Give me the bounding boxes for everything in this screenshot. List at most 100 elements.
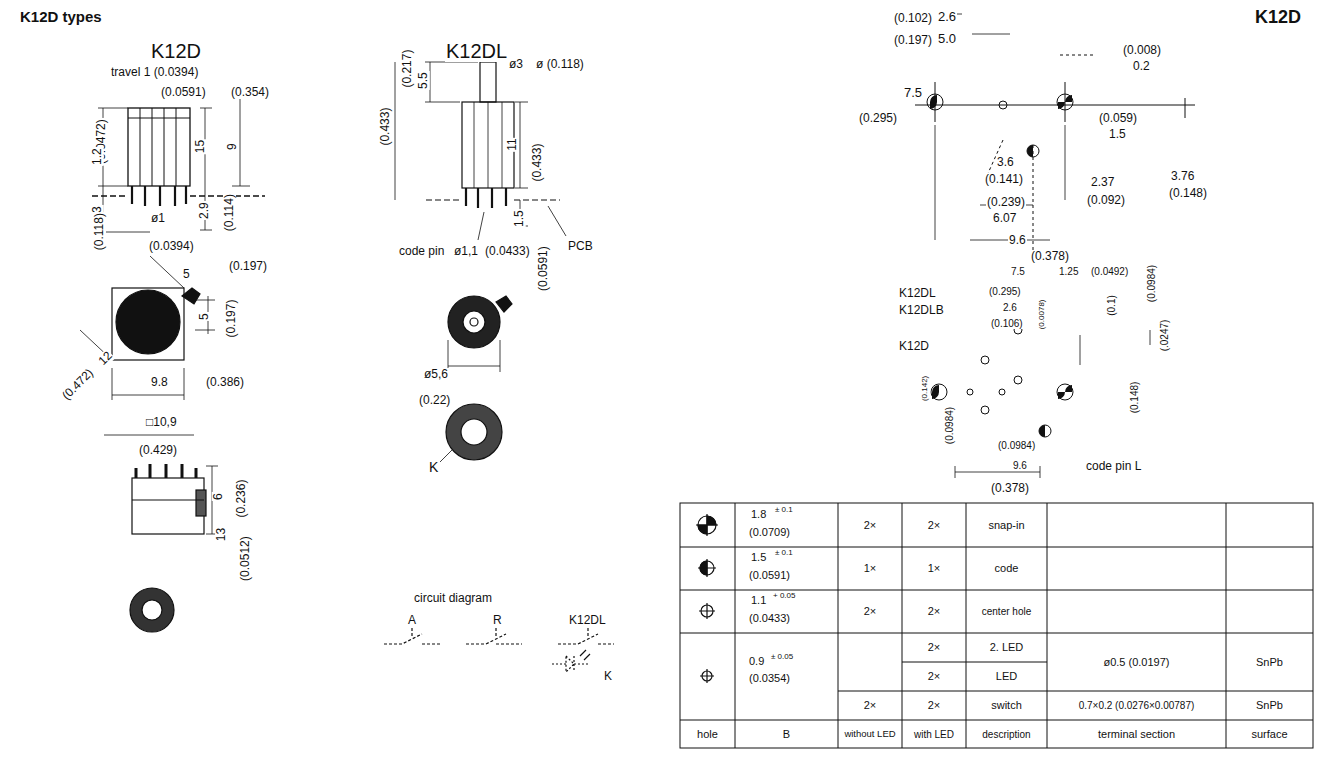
dimension-label: code pin	[398, 245, 445, 258]
dimension-label: 5.0	[937, 32, 957, 46]
dimension-label: 2.6	[1002, 302, 1018, 313]
dimension-label: (0.354)	[230, 86, 270, 99]
dimension-label: (0.008)	[1122, 44, 1162, 57]
dimension-label: ± 0.05	[770, 653, 794, 662]
dimension-label: 7.5	[903, 86, 923, 100]
table-cell: SnPb	[1255, 699, 1284, 711]
dimension-label: ± 0.1	[774, 549, 794, 558]
dimension-label: (0.092)	[1086, 194, 1126, 207]
dimension-label: (0.114)	[223, 193, 236, 232]
dimension-label: A	[407, 614, 417, 627]
dimension-label: (0.0984)	[944, 406, 955, 445]
dimension-label: (0.0591)	[160, 86, 207, 99]
dimension-label: (0.118)	[93, 212, 106, 251]
dimension-label: 0.9	[748, 655, 765, 667]
dimension-label: K	[428, 460, 439, 475]
dimension-label: (0.295)	[858, 112, 898, 125]
table-cell: switch	[990, 699, 1023, 711]
dimension-label: K12D	[898, 340, 930, 353]
table-cell: code	[994, 562, 1020, 574]
dimension-label: 1.5	[513, 209, 526, 228]
dimension-label: 9	[226, 142, 239, 151]
table-cell: 2. LED	[989, 641, 1025, 653]
dimension-label: (0.378)	[1030, 250, 1070, 263]
dimension-label: 9.6	[1008, 234, 1027, 247]
dimension-label: (0.217)	[401, 49, 414, 89]
dimension-label: 9.6	[1012, 460, 1028, 471]
dimension-label: (0.0591)	[748, 569, 791, 581]
dimension-label: 3.6	[996, 156, 1015, 169]
dimension-label: (0.22)	[418, 394, 451, 407]
k12d-side-view	[92, 98, 265, 232]
dimension-label: ø1	[150, 212, 166, 225]
dimension-label: (0.106)	[990, 318, 1024, 329]
dimension-label: 2.6	[937, 10, 957, 24]
table-cell: B	[782, 728, 791, 740]
dimension-label: ø (0.118)	[535, 58, 585, 71]
table-cell: 2×	[927, 519, 942, 531]
table-cell: SnPb	[1255, 656, 1284, 668]
dimension-label: 5	[182, 268, 191, 281]
table-cell: 2×	[927, 605, 942, 617]
dimension-label: (0.429)	[138, 444, 178, 457]
dimension-label: PCB	[567, 240, 594, 253]
dimension-label: travel 1 (0.0394)	[110, 66, 199, 79]
table-cell: with LED	[913, 729, 955, 740]
table-cell: hole	[696, 728, 719, 740]
dimension-label: 1.8	[750, 508, 767, 520]
dimension-label: (0.0591)	[537, 245, 550, 292]
dimension-label: 9.8	[150, 376, 169, 389]
dimension-label: (0.0512)	[239, 535, 252, 582]
k12d-front-view	[130, 464, 218, 632]
table-cell: terminal section	[1097, 728, 1176, 740]
dimension-label: 6.07	[992, 212, 1017, 225]
dimension-label: code pin L	[1085, 460, 1142, 473]
dimension-label: (0.142)	[921, 375, 930, 402]
dimension-label: (0.0984)	[997, 440, 1036, 451]
dimension-label: (0.433)	[379, 107, 392, 147]
table-cell: center hole	[981, 606, 1032, 617]
dimension-label: 11	[506, 137, 519, 151]
dimension-label: 1.5	[1108, 128, 1127, 141]
circuit-symbols	[384, 628, 614, 672]
dimension-label: 12	[96, 349, 116, 369]
table-cell: 2×	[927, 670, 942, 682]
dimension-label: □10,9	[145, 416, 178, 429]
dimension-label: K	[603, 670, 613, 683]
dimension-label: (0.148)	[1168, 187, 1208, 200]
figure-title: K12D types	[20, 8, 102, 25]
dimension-label: 2.37	[1090, 176, 1115, 189]
dimension-label: K12DL	[568, 614, 607, 627]
dimension-label: (0.433)	[531, 143, 544, 183]
dimension-label: K12D	[1254, 8, 1302, 28]
k12dl-side-view	[395, 62, 566, 240]
dimension-label: ø1,1	[453, 245, 479, 258]
dimension-label: (0.239)	[986, 196, 1026, 209]
table-cell: without LED	[843, 729, 896, 739]
k12dl-top-view	[440, 296, 512, 462]
dimension-label: 15	[194, 139, 207, 154]
dimension-label: 1.2	[91, 147, 104, 166]
dimension-label: (0.197)	[893, 34, 933, 47]
dimension-label: (0.378)	[990, 482, 1030, 495]
dimension-label: ± 0.1	[774, 506, 794, 515]
dimension-label: (0.0078)	[1038, 299, 1047, 331]
dimension-label: 2.9	[198, 201, 211, 220]
dimension-label: (0.295)	[988, 286, 1022, 297]
dimension-label: (0.0433)	[748, 612, 791, 624]
table-cell: surface	[1250, 728, 1288, 740]
dimension-label: 1.25	[1058, 266, 1079, 277]
dimension-label: (.0247)	[1159, 319, 1170, 353]
dimension-label: 1.5	[750, 551, 767, 563]
dimension-label: 7.5	[1010, 266, 1026, 277]
dimension-label: (0.0354)	[748, 672, 791, 684]
dimension-label: 13	[215, 527, 228, 542]
dimension-label: 6	[212, 492, 225, 501]
dimension-label: 1.1	[750, 594, 767, 606]
table-cell: 2×	[927, 641, 942, 653]
hole-symbols	[696, 514, 718, 683]
dimension-label: (0.141)	[984, 173, 1024, 186]
dimension-label: (0.197)	[228, 260, 268, 273]
specification-table	[680, 503, 1313, 748]
dimension-label: K12D	[150, 40, 202, 62]
